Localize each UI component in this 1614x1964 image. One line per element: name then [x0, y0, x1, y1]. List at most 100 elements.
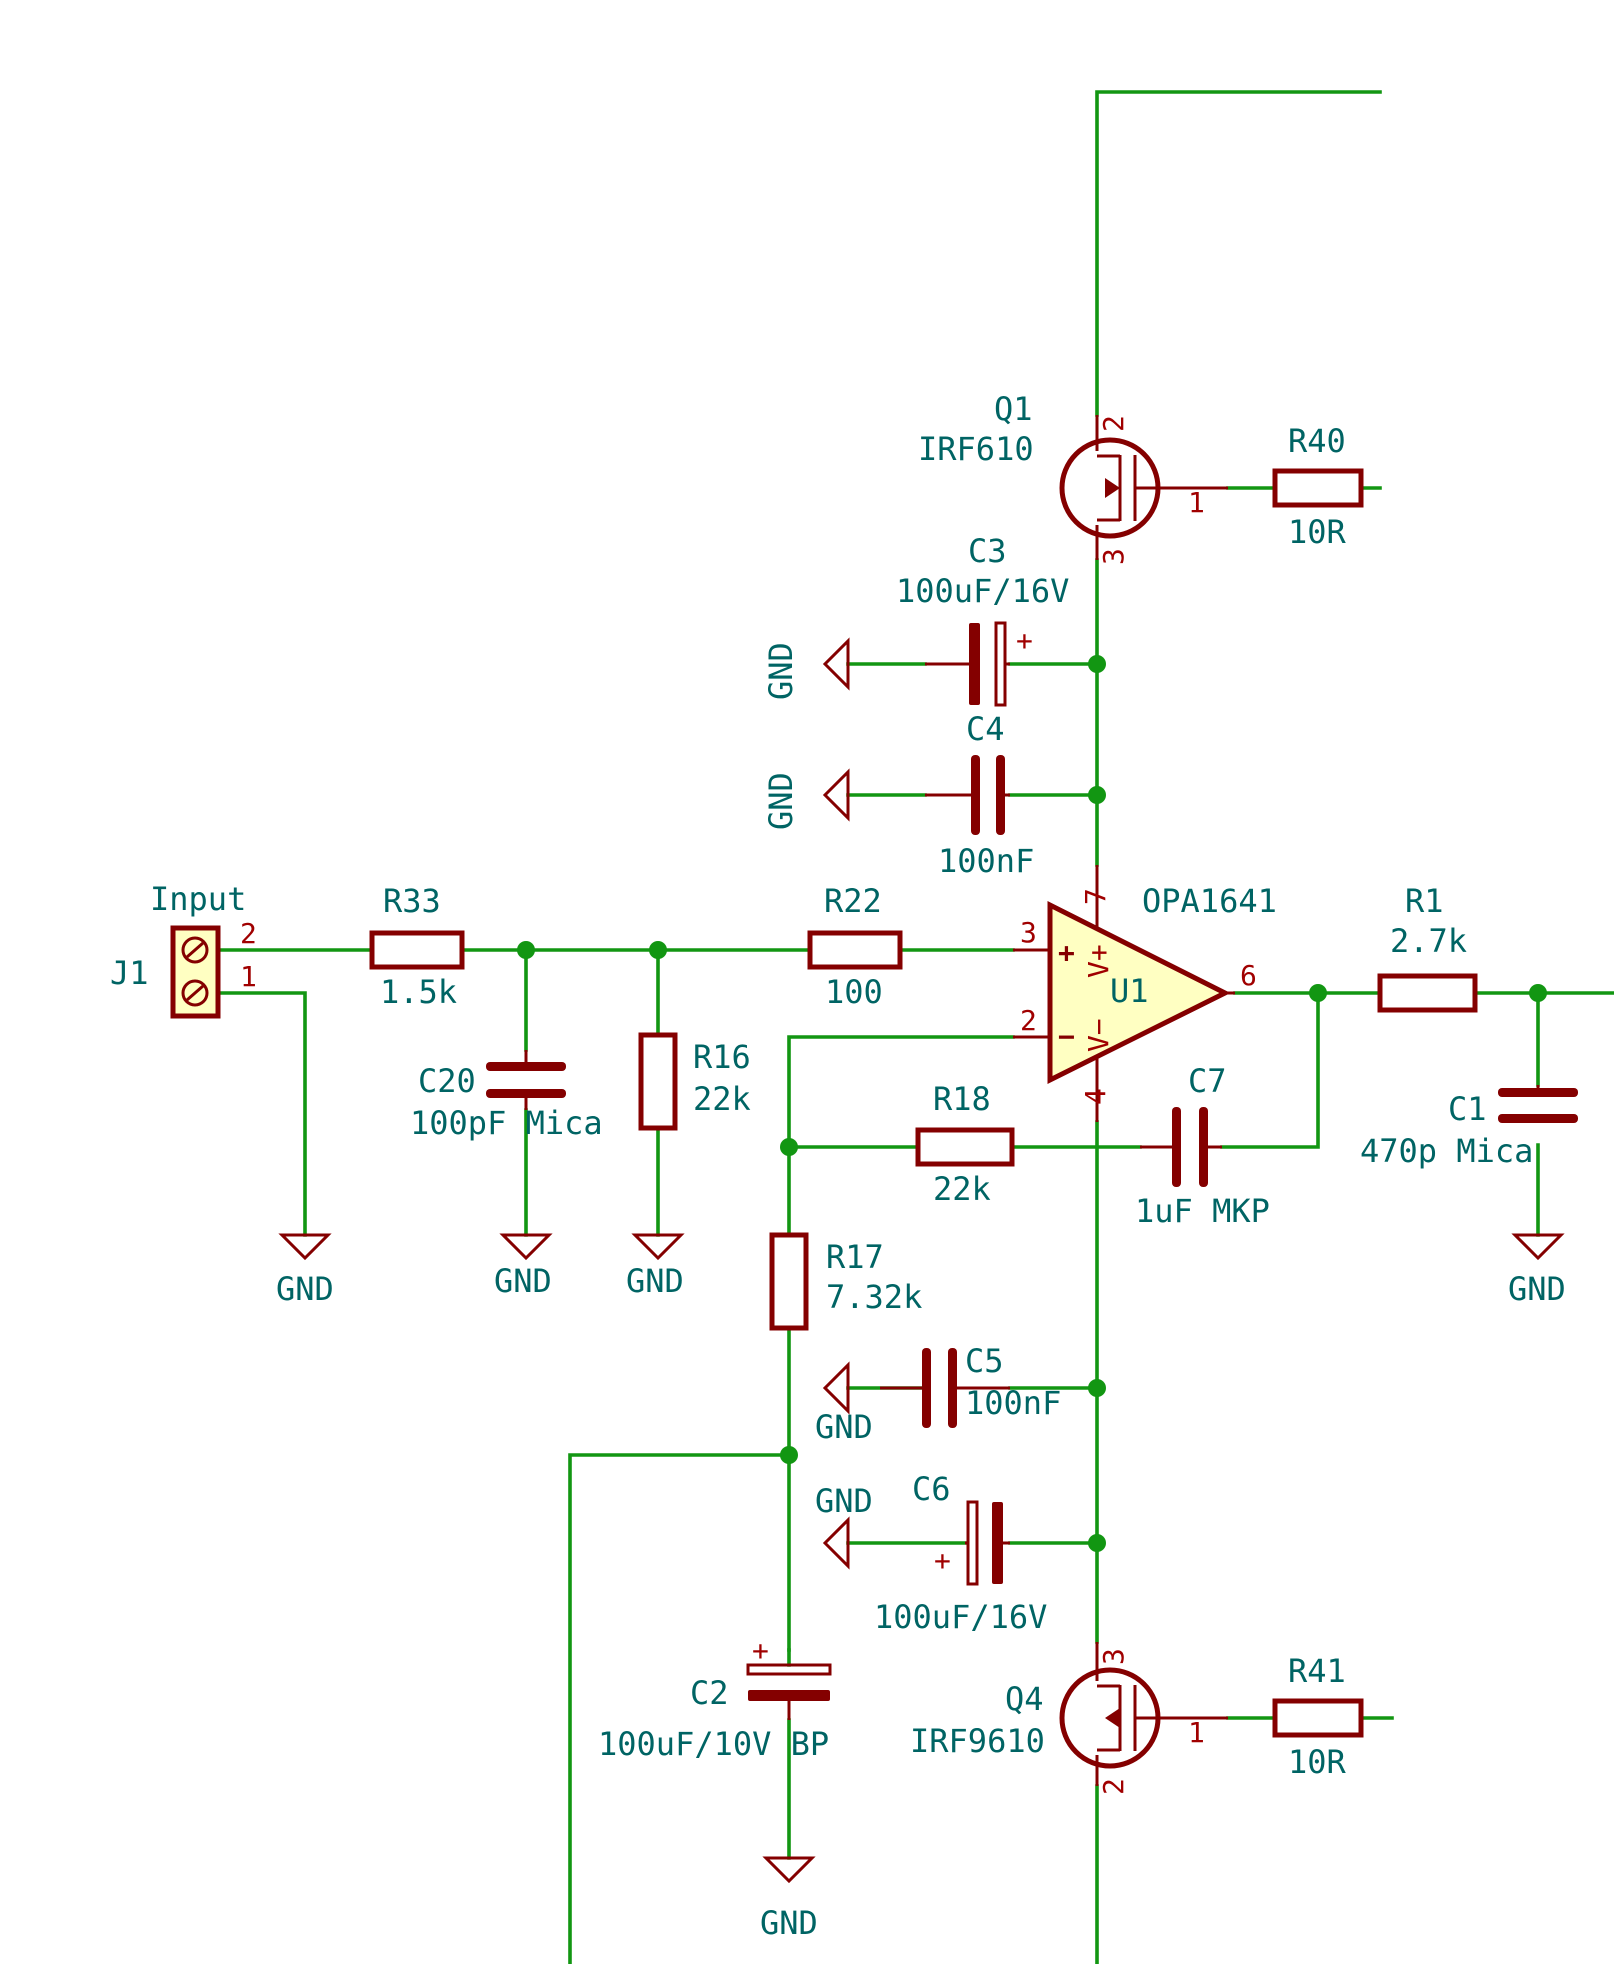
component-ref: C20: [418, 1062, 476, 1100]
component-ref: U1: [1110, 972, 1149, 1010]
resistor-r16: R16 22k: [638, 1032, 751, 1131]
capacitor-c3: + C3 100uF/16V: [896, 532, 1069, 707]
opamp-vminus-label: V−: [1082, 1018, 1115, 1052]
resistor-body: [638, 1032, 678, 1131]
polarity-mark: +: [752, 1634, 769, 1667]
gnd-label: GND: [815, 1482, 873, 1520]
component-value: 100uF/16V: [874, 1598, 1047, 1636]
junction-dot: [1529, 984, 1547, 1002]
component-value: 2.7k: [1390, 922, 1467, 960]
component-value: 10R: [1288, 513, 1347, 551]
wire-bottom-left: [568, 1453, 791, 1964]
resistor-body: [807, 930, 903, 970]
opamp-plus-sign: +: [1058, 936, 1075, 969]
pin-number: 3: [1097, 548, 1130, 565]
gnd-label: GND: [494, 1262, 552, 1300]
gnd-icon: [1511, 1233, 1565, 1261]
gnd-symbols-left: GND GND GND GND: [762, 637, 873, 1570]
junction-dot: [780, 1138, 798, 1156]
pin-number: 1: [1188, 486, 1205, 519]
component-ref: C6: [912, 1470, 951, 1508]
connector-j1: 2 1 Input J1: [110, 880, 257, 1019]
component-ref: R22: [824, 882, 882, 920]
component-value: 100uF/16V: [896, 572, 1069, 610]
component-ref: R1: [1405, 882, 1444, 920]
component-value: 7.32k: [826, 1278, 922, 1316]
capacitor-plate-polarized: [746, 1663, 832, 1676]
component-value: 22k: [933, 1170, 991, 1208]
component-value: Input: [150, 880, 246, 918]
component-value: 10R: [1288, 1743, 1347, 1781]
junction-dot: [1309, 984, 1327, 1002]
pin-number: 1: [1188, 1716, 1205, 1749]
junction-dot: [1088, 786, 1106, 804]
component-value: 470p Mica: [1360, 1132, 1533, 1170]
component-ref: C5: [965, 1342, 1004, 1380]
component-value: 22k: [693, 1080, 751, 1118]
junctions: [517, 655, 1547, 1552]
component-ref: R18: [933, 1080, 991, 1118]
resistor-body: [369, 930, 465, 970]
resistor-r40: R40 10R: [1272, 422, 1364, 551]
component-value: IRF610: [918, 430, 1034, 468]
pin-number: 2: [240, 917, 257, 950]
resistor-body: [1272, 468, 1364, 508]
screw-slot: [186, 984, 204, 1002]
resistor-body: [1272, 1698, 1364, 1738]
capacitor-plate: [992, 1502, 1003, 1584]
component-ref: C4: [966, 710, 1005, 748]
capacitor-plate: [996, 755, 1005, 835]
gnd-icon: [822, 1516, 850, 1570]
junction-dot: [1088, 1534, 1106, 1552]
component-ref: R16: [693, 1038, 751, 1076]
resistor-r18: R18 22k: [915, 1080, 1015, 1208]
resistor-r33: R33 1.5k: [369, 882, 465, 1011]
pin-number: 2: [1097, 1778, 1130, 1795]
gnd-icon: [499, 1233, 553, 1261]
resistor-body: [769, 1232, 809, 1331]
pin-number: 2: [1097, 415, 1130, 432]
opamp-triangle: [1047, 900, 1231, 1085]
component-ref: R17: [826, 1238, 884, 1276]
component-value: OPA1641: [1142, 882, 1277, 920]
capacitor-c20: C20 100pF Mica: [410, 1050, 603, 1142]
capacitor-plate-polarized: [966, 1500, 979, 1586]
pin-number: 6: [1240, 959, 1257, 992]
gnd-label: GND: [1508, 1270, 1566, 1308]
gnd-icon: [278, 1233, 332, 1261]
capacitor-plate: [1498, 1088, 1578, 1097]
mosfet-arrow-icon: [1105, 478, 1120, 498]
component-ref: R40: [1288, 422, 1346, 460]
gnd-label: GND: [276, 1270, 334, 1308]
component-ref: C3: [968, 532, 1007, 570]
gnd-icon: [631, 1233, 685, 1261]
junction-dot: [780, 1446, 798, 1464]
capacitor-plate: [1172, 1107, 1181, 1187]
opamp-minus-sign: −: [1058, 1020, 1075, 1053]
gnd-label: GND: [760, 1904, 818, 1942]
component-value: 1uF MKP: [1135, 1192, 1270, 1230]
capacitor-plate: [486, 1062, 566, 1071]
screw-terminal-icon: [181, 979, 209, 1007]
junction-dot: [1088, 1379, 1106, 1397]
pin-number: 3: [1020, 916, 1037, 949]
resistor-r22: R22 100: [807, 882, 903, 1011]
resistor-body: [1377, 973, 1478, 1013]
capacitor-c1: C1 470p Mica: [1360, 1085, 1578, 1170]
gnd-icon: [822, 768, 850, 822]
polarity-mark: +: [1016, 624, 1033, 657]
resistor-body: [915, 1127, 1015, 1167]
capacitor-plate: [1498, 1114, 1578, 1123]
resistor-r41: R41 10R: [1272, 1652, 1364, 1781]
junction-dot: [517, 941, 535, 959]
wire-inv-input: [787, 1035, 1015, 1235]
component-ref: C2: [690, 1674, 729, 1712]
gnd-label: GND: [815, 1408, 873, 1446]
wire-top-rail: [1095, 90, 1382, 417]
resistor-r1: R1 2.7k: [1377, 882, 1478, 1013]
capacitor-plate: [1199, 1107, 1208, 1187]
pin-number: 4: [1079, 1088, 1112, 1105]
gnd-label: GND: [762, 642, 800, 700]
component-value: 100: [825, 973, 883, 1011]
